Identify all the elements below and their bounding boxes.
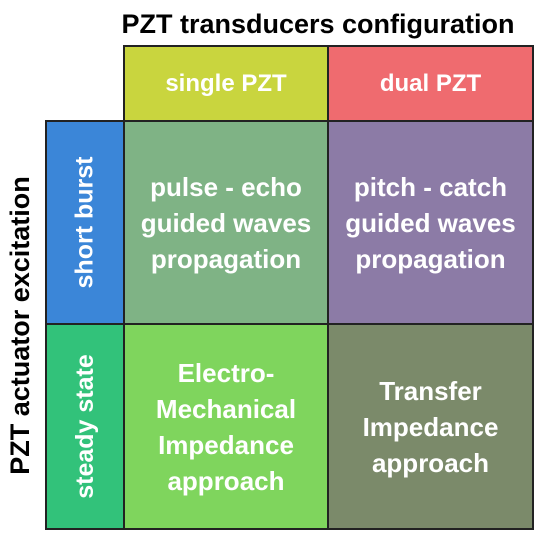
row-header-short-burst: short burst	[45, 120, 125, 325]
side-title: PZT actuator excitation	[4, 175, 35, 475]
cell-text: pitch - catch guided waves propagation	[345, 171, 516, 274]
cell-text: Transfer Impedance approach	[362, 375, 499, 478]
cell-transfer-impedance: Transfer Impedance approach	[327, 323, 534, 530]
cell-text: pulse - echo guided waves propagation	[140, 171, 312, 274]
row-header-label: steady state	[70, 354, 99, 499]
cell-pulse-echo: pulse - echo guided waves propagation	[123, 120, 329, 325]
row-header-steady-state: steady state	[45, 323, 125, 530]
row-header-label: short burst	[70, 156, 99, 289]
cell-electro-mechanical-impedance: Electro- Mechanical Impedance approach	[123, 323, 329, 530]
cell-pitch-catch: pitch - catch guided waves propagation	[327, 120, 534, 325]
column-header-label: single PZT	[165, 69, 287, 97]
top-title: PZT transducers configuration	[121, 8, 515, 39]
cell-text: Electro- Mechanical Impedance approach	[155, 357, 297, 496]
side-title-container: PZT actuator excitation	[0, 120, 40, 530]
column-header-single-pzt: single PZT	[123, 45, 329, 122]
column-header-label: dual PZT	[379, 69, 482, 97]
column-header-dual-pzt: dual PZT	[327, 45, 534, 122]
